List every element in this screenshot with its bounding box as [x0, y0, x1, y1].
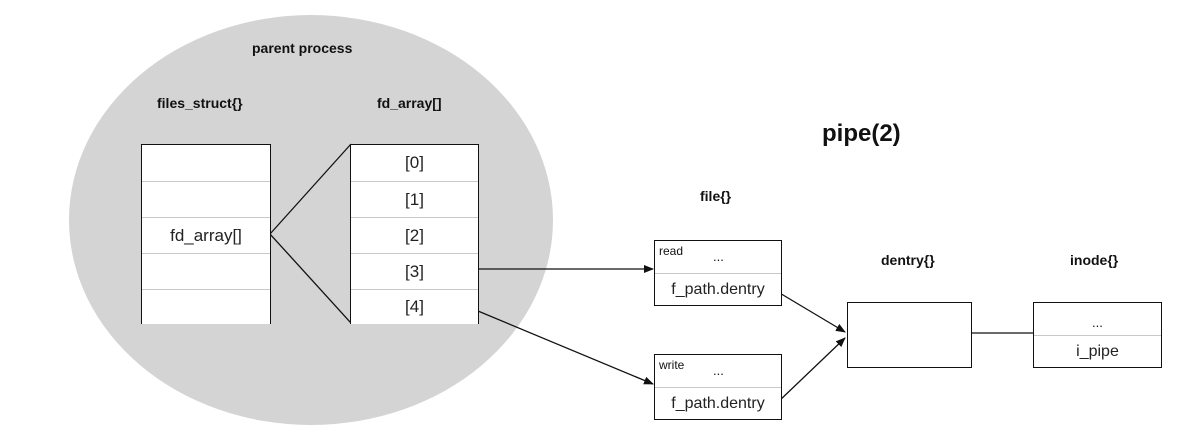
file-struct-label: file{} — [700, 188, 732, 204]
write-file-ellipsis: ... — [713, 363, 724, 378]
fd-array-entry: [0] — [351, 145, 478, 181]
files-struct-row — [142, 289, 270, 324]
fd-array-entry: [1] — [351, 181, 478, 217]
arrow-fd4-to-write-file — [465, 305, 654, 385]
fd-array-entry: [2] — [351, 217, 478, 253]
inode-struct-label: inode{} — [1070, 252, 1119, 268]
files-struct-row — [142, 253, 270, 289]
read-file-ellipsis: ... — [713, 249, 724, 264]
fd-array-entry: [3] — [351, 253, 478, 289]
fd-array-label: fd_array[] — [377, 95, 442, 111]
files-struct-row — [142, 181, 270, 217]
arrow-read-dentry-to-dentry — [777, 291, 846, 333]
fan-line-bottom — [269, 233, 352, 324]
write-mode-label: write — [659, 358, 685, 372]
parent-process-label: parent process — [252, 40, 353, 56]
write-file-box: write ... f_path.dentry — [654, 354, 782, 420]
inode-box: ... i_pipe — [1033, 302, 1162, 368]
inode-i-pipe-field: i_pipe — [1034, 335, 1161, 368]
fd-array-entry: [4] — [351, 289, 478, 324]
write-file-dentry-field: f_path.dentry — [655, 387, 781, 420]
dentry-struct-label: dentry{} — [881, 252, 935, 268]
page-title: pipe(2) — [822, 120, 901, 147]
fd-array-table: [0] [1] [2] [3] [4] — [350, 144, 479, 324]
read-file-box: read ... f_path.dentry — [654, 240, 782, 306]
files-struct-table: fd_array[] — [141, 144, 271, 324]
arrow-write-dentry-to-dentry — [777, 337, 846, 403]
fan-line-top — [269, 143, 352, 235]
files-struct-label: files_struct{} — [157, 95, 243, 111]
read-mode-label: read — [659, 244, 684, 258]
dentry-box — [847, 302, 972, 368]
read-file-dentry-field: f_path.dentry — [655, 273, 781, 306]
files-struct-row — [142, 145, 270, 181]
files-struct-fd-array-row: fd_array[] — [142, 217, 270, 253]
inode-ellipsis: ... — [1092, 315, 1103, 330]
